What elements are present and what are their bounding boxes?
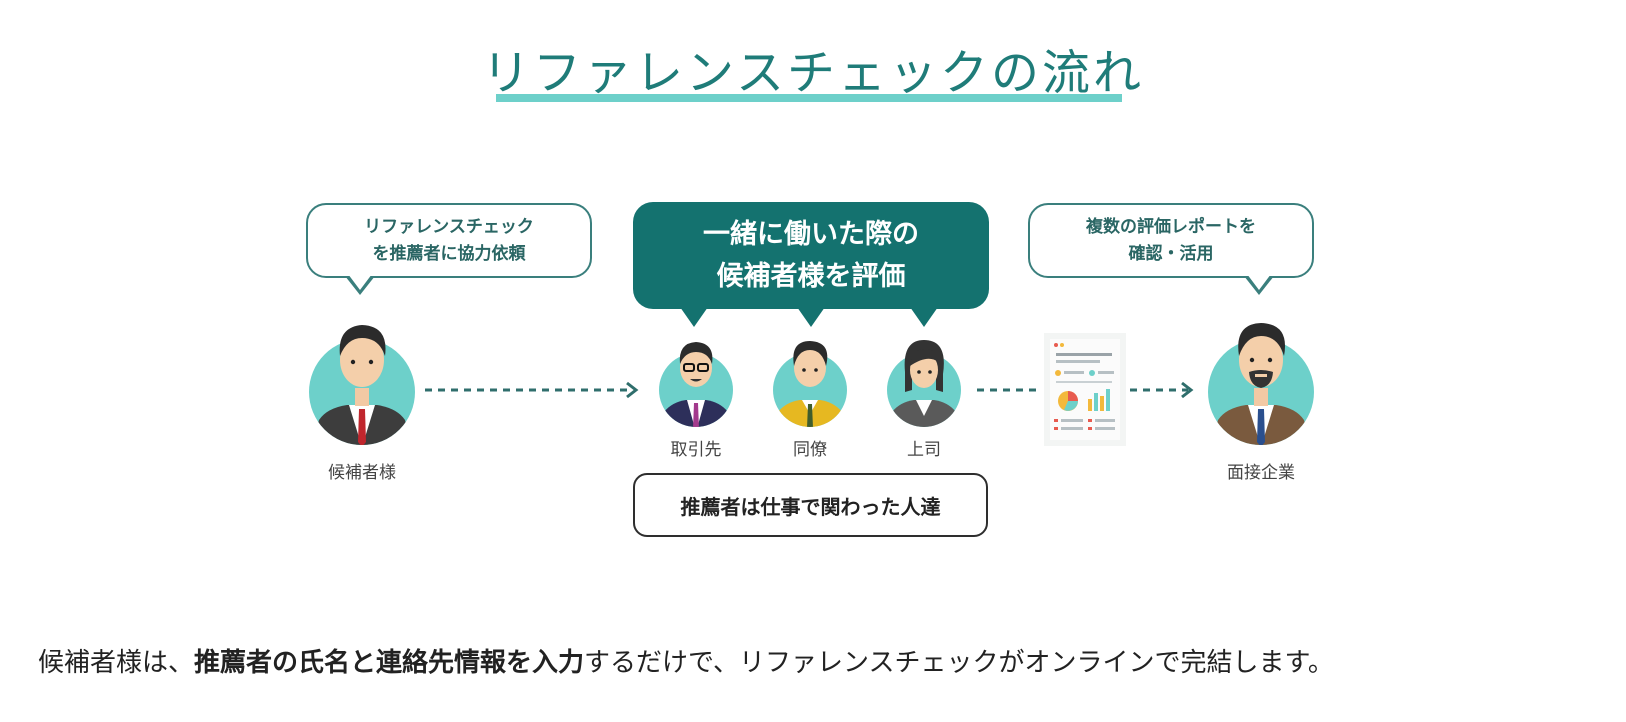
page-title: リファレンスチェックの流れ bbox=[481, 45, 1145, 101]
label-client: 取引先 bbox=[670, 440, 722, 460]
label-candidate: 候補者様 bbox=[328, 463, 396, 483]
bubble-evaluate-tail-2 bbox=[797, 307, 825, 327]
bubble-evaluate: 一緒に働いた際の 候補者様を評価 bbox=[633, 202, 989, 309]
colleague-avatar bbox=[773, 341, 847, 427]
bubble-evaluate-line1: 一緒に働いた際の bbox=[703, 218, 919, 250]
title-underline bbox=[496, 94, 1122, 102]
bubble-report: 複数の評価レポートを 確認・活用 bbox=[1028, 203, 1314, 278]
label-colleague: 同僚 bbox=[793, 440, 827, 460]
company-avatar bbox=[1208, 323, 1314, 445]
bubble-evaluate-tail-3 bbox=[910, 307, 938, 327]
bubble-request-line1: リファレンスチェック bbox=[364, 216, 534, 237]
report-document-icon bbox=[1044, 333, 1126, 446]
bubble-report-tail-inner bbox=[1247, 274, 1271, 290]
description-part1: 候補者様は、 bbox=[38, 648, 195, 678]
bubble-evaluate-tail-1 bbox=[680, 307, 708, 327]
bubble-report-line2: 確認・活用 bbox=[1128, 243, 1214, 264]
bubble-evaluate-line2: 候補者様を評価 bbox=[716, 260, 906, 292]
description-bold: 推薦者の氏名と連絡先情報を入力 bbox=[194, 648, 585, 678]
boss-avatar bbox=[887, 340, 961, 427]
client-avatar bbox=[659, 342, 733, 427]
recommenders-box: 推薦者は仕事で関わった人達 bbox=[633, 473, 988, 537]
bubble-request: リファレンスチェック を推薦者に協力依頼 bbox=[306, 203, 592, 278]
bubble-request-tail-inner bbox=[348, 274, 372, 290]
candidate-avatar bbox=[309, 325, 415, 445]
label-boss: 上司 bbox=[907, 440, 941, 460]
label-company: 面接企業 bbox=[1227, 463, 1295, 483]
description-part2: するだけで、リファレンスチェックがオンラインで完結します。 bbox=[584, 648, 1334, 678]
bubble-request-line2: を推薦者に協力依頼 bbox=[372, 243, 526, 264]
bubble-report-line1: 複数の評価レポートを bbox=[1086, 216, 1256, 237]
description-text: 候補者様は、推薦者の氏名と連絡先情報を入力するだけで、リファレンスチェックがオン… bbox=[38, 642, 1334, 679]
